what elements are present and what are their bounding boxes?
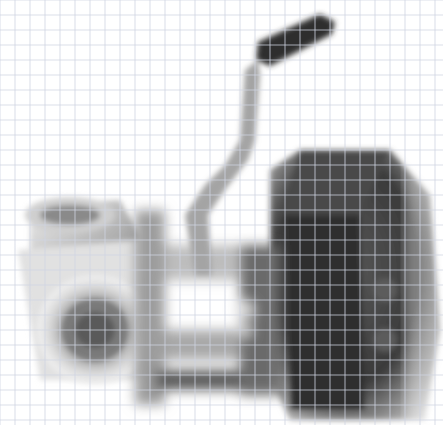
edge-fade bbox=[405, 150, 443, 425]
